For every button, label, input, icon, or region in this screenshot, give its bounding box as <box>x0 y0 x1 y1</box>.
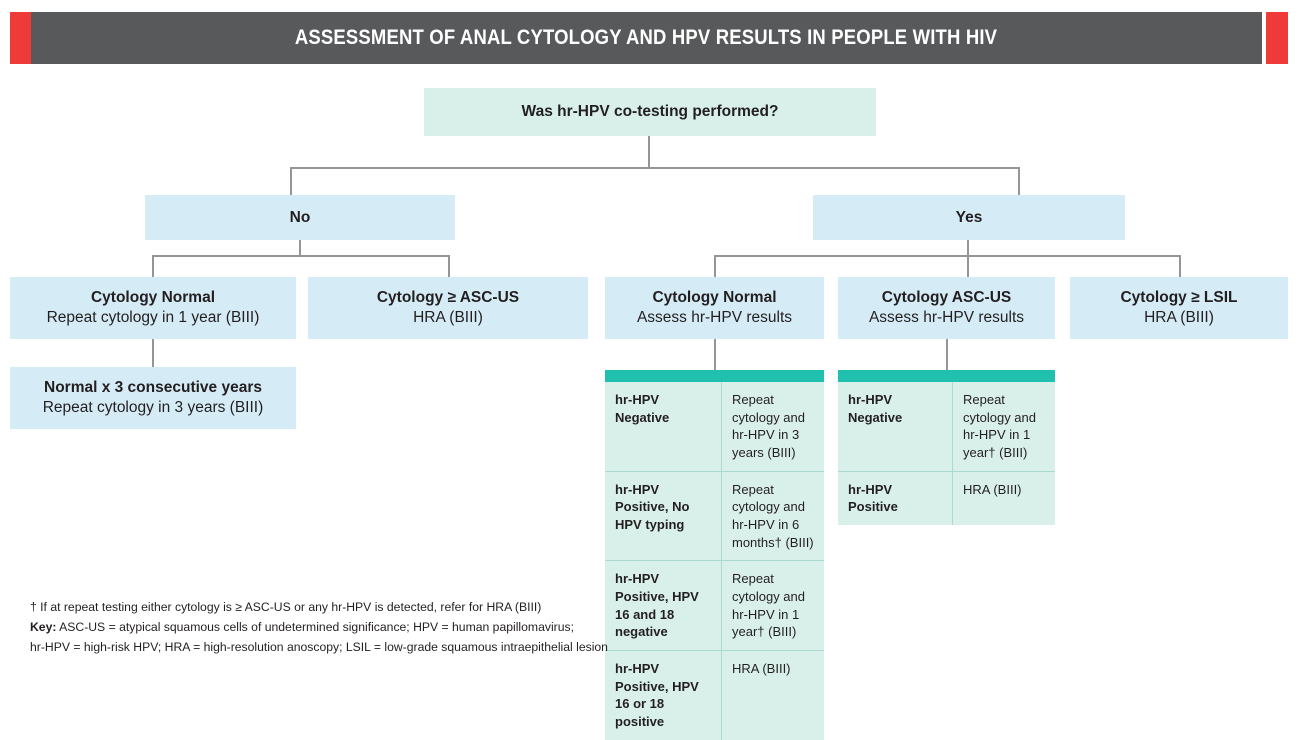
footnote-key-text-1: ASC-US = atypical squamous cells of unde… <box>56 619 574 634</box>
connector-root-bus <box>290 167 1020 169</box>
table-normal-header-bar <box>605 370 824 382</box>
table-normal-result-3: hr-HPV Positive, HPV 16 or 18 positive <box>605 651 722 740</box>
connector-root-to-no <box>290 167 292 195</box>
table-ascus-result-1: hr-HPV Positive <box>838 471 953 526</box>
table-row: hr-HPV Positive, HPV 16 and 18 negative … <box>605 560 824 651</box>
connector-no-bus <box>152 255 450 257</box>
node-yes-cytology-lsil: Cytology ≥ LSIL HRA (BIII) <box>1070 277 1288 339</box>
table-normal-result-2: hr-HPV Positive, HPV 16 and 18 negative <box>605 561 722 651</box>
node-yes-cytology-ascus-detail: Assess hr-HPV results <box>868 309 1025 326</box>
page-title: ASSESSMENT OF ANAL CYTOLOGY AND HPV RESU… <box>295 26 998 49</box>
node-yes-cytology-lsil-title: Cytology ≥ LSIL <box>1120 289 1238 307</box>
connector-yes-normal-to-table <box>714 339 716 370</box>
table-normal-action-1: Repeat cytology and hr-HPV in 6 months† … <box>732 481 814 550</box>
header-accent-bar-left <box>10 12 32 64</box>
header-banner: ASSESSMENT OF ANAL CYTOLOGY AND HPV RESU… <box>10 12 1288 64</box>
node-normal-x3-detail: Repeat cytology in 3 years (BIII) <box>42 399 264 416</box>
connector-yes-to-normal <box>714 255 716 277</box>
table-ascus-action-0: Repeat cytology and hr-HPV in 1 year† (B… <box>963 392 1036 461</box>
table-normal-action-0: Repeat cytology and hr-HPV in 3 years (B… <box>732 392 805 461</box>
header-accent-bar-right <box>1266 12 1288 64</box>
footnote-key-line-1: Key: ASC-US = atypical squamous cells of… <box>30 618 670 638</box>
node-yes-cytology-normal-title: Cytology Normal <box>652 289 777 307</box>
connector-yes-bus <box>714 255 1181 257</box>
table-row: hr-HPV Positive, No HPV typing Repeat cy… <box>605 470 824 561</box>
node-root-title: Was hr-HPV co-testing performed? <box>521 103 779 121</box>
header-banner-body: ASSESSMENT OF ANAL CYTOLOGY AND HPV RESU… <box>31 12 1262 64</box>
connector-root-to-yes <box>1018 167 1020 195</box>
table-hpv-results-cytology-ascus: hr-HPV Negative Repeat cytology and hr-H… <box>838 370 1055 526</box>
node-no-cytology-normal-title: Cytology Normal <box>90 289 215 307</box>
node-normal-x3-title: Normal x 3 consecutive years <box>44 379 262 397</box>
table-row: hr-HPV Negative Repeat cytology and hr-H… <box>838 382 1055 471</box>
footnote-block: † If at repeat testing either cytology i… <box>30 598 670 657</box>
table-ascus-result-0: hr-HPV Negative <box>838 382 953 471</box>
table-row: hr-HPV Positive HRA (BIII) <box>838 470 1055 526</box>
node-no-cytology-normal-detail: Repeat cytology in 1 year (BIII) <box>46 309 260 326</box>
table-row: hr-HPV Negative Repeat cytology and hr-H… <box>605 382 824 471</box>
node-yes-cytology-lsil-detail: HRA (BIII) <box>1144 309 1214 326</box>
table-ascus-body: hr-HPV Negative Repeat cytology and hr-H… <box>838 382 1055 526</box>
table-ascus-action-1: HRA (BIII) <box>963 481 1022 497</box>
connector-no-to-normal <box>152 255 154 277</box>
footnote-key-line-2: hr-HPV = high-risk HPV; HRA = high-resol… <box>30 639 608 654</box>
connector-no-to-ascus <box>448 255 450 277</box>
node-no: No <box>145 195 455 240</box>
connector-root-stem <box>648 136 650 167</box>
node-no-title: No <box>289 208 311 226</box>
node-no-cytology-ascus-title: Cytology ≥ ASC-US <box>376 289 520 307</box>
footnote-dagger: † If at repeat testing either cytology i… <box>30 600 542 614</box>
node-yes-title: Yes <box>955 208 983 226</box>
connector-yes-ascus-to-table <box>946 339 948 370</box>
node-no-cytology-ascus-detail: HRA (BIII) <box>413 309 483 326</box>
node-yes: Yes <box>813 195 1125 240</box>
node-no-cytology-normal: Cytology Normal Repeat cytology in 1 yea… <box>10 277 296 339</box>
table-ascus-header-bar <box>838 370 1055 382</box>
connector-no-stem <box>299 240 301 255</box>
node-yes-cytology-ascus-title: Cytology ASC-US <box>881 289 1012 307</box>
table-normal-result-1: hr-HPV Positive, No HPV typing <box>605 471 722 561</box>
table-normal-action-3: HRA (BIII) <box>732 661 791 677</box>
connector-normal-to-x3 <box>152 339 154 367</box>
table-normal-body: hr-HPV Negative Repeat cytology and hr-H… <box>605 382 824 740</box>
node-yes-cytology-ascus: Cytology ASC-US Assess hr-HPV results <box>838 277 1055 339</box>
node-root: Was hr-HPV co-testing performed? <box>424 88 876 136</box>
table-normal-action-2: Repeat cytology and hr-HPV in 1 year† (B… <box>732 571 805 640</box>
node-normal-x3-consecutive: Normal x 3 consecutive years Repeat cyto… <box>10 367 296 429</box>
node-no-cytology-ascus: Cytology ≥ ASC-US HRA (BIII) <box>308 277 588 339</box>
table-normal-result-0: hr-HPV Negative <box>605 382 722 471</box>
table-hpv-results-cytology-normal: hr-HPV Negative Repeat cytology and hr-H… <box>605 370 824 740</box>
footnote-key-label: Key: <box>30 619 57 634</box>
connector-yes-to-lsil <box>1179 255 1181 277</box>
table-row: hr-HPV Positive, HPV 16 or 18 positive H… <box>605 650 824 740</box>
connector-yes-stem <box>967 240 969 255</box>
node-yes-cytology-normal: Cytology Normal Assess hr-HPV results <box>605 277 824 339</box>
connector-yes-to-ascus <box>967 255 969 277</box>
node-yes-cytology-normal-detail: Assess hr-HPV results <box>636 309 793 326</box>
